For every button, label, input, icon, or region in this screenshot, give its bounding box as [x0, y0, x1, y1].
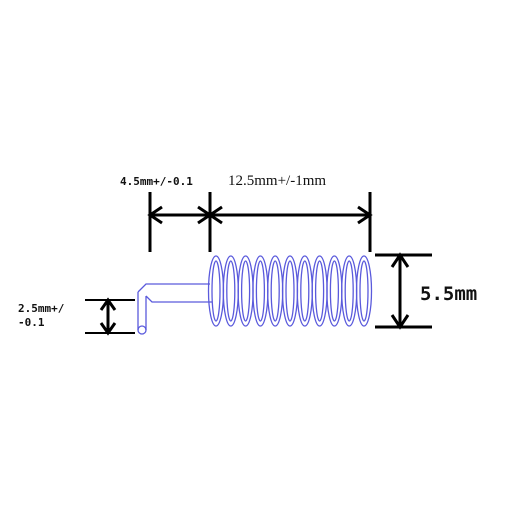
coil-turn [207, 255, 225, 327]
wire-diameter-dimension: 2.5mm+/ -0.1 [18, 297, 135, 336]
lead-length-left-arrowhead [147, 205, 163, 225]
lead-wire [137, 283, 212, 330]
coil-turn-inner [344, 260, 354, 322]
coil-length-right-arrowhead [357, 205, 373, 225]
coil-turn [237, 255, 254, 327]
coil-turn-inner [240, 260, 251, 322]
coil-diameter-dimension: 5.5mm [375, 252, 477, 330]
coil-turn [222, 255, 239, 327]
coil-turn [296, 255, 313, 327]
wire-diameter-label-line2: -0.1 [18, 316, 45, 329]
coil-loops [207, 255, 373, 327]
wire-diameter-bottom-arrowhead [99, 322, 117, 336]
coil-turn [281, 255, 299, 327]
wire-diameter-label-line1: 2.5mm+/ [18, 302, 65, 315]
coil-length-left-arrowhead [207, 205, 223, 225]
coil-length-label: 12.5mm+/-1mm [228, 173, 326, 189]
lead-length-label: 4.5mm+/-0.1 [120, 175, 193, 188]
coil-turn-inner [285, 260, 295, 322]
coil-length-dimension: 12.5mm+/-1mm [207, 173, 373, 252]
lead-wire-end [137, 325, 147, 335]
coil-turn [252, 255, 269, 327]
wire-diameter-top-arrowhead [99, 297, 117, 311]
coil-turn [311, 255, 328, 327]
coil-turn-inner [314, 260, 325, 322]
coil-diameter-top-arrowhead [390, 252, 410, 268]
coil-turn-inner [255, 260, 266, 322]
coil-turn [267, 255, 284, 327]
spring-antenna [137, 255, 373, 335]
coil-diameter-label: 5.5mm [420, 283, 477, 305]
coil-turn [341, 255, 358, 327]
coil-turn-inner [211, 260, 221, 322]
coil-turn-inner [300, 260, 310, 322]
coil-diameter-bottom-arrowhead [390, 314, 410, 330]
coil-turn [355, 255, 373, 327]
coil-turn-inner [270, 260, 280, 322]
coil-turn [326, 255, 343, 327]
lead-length-dimension: 4.5mm+/-0.1 [120, 175, 213, 252]
coil-turn-inner [226, 260, 236, 322]
coil-turn-inner [359, 260, 369, 322]
coil-turn-inner [329, 260, 340, 322]
